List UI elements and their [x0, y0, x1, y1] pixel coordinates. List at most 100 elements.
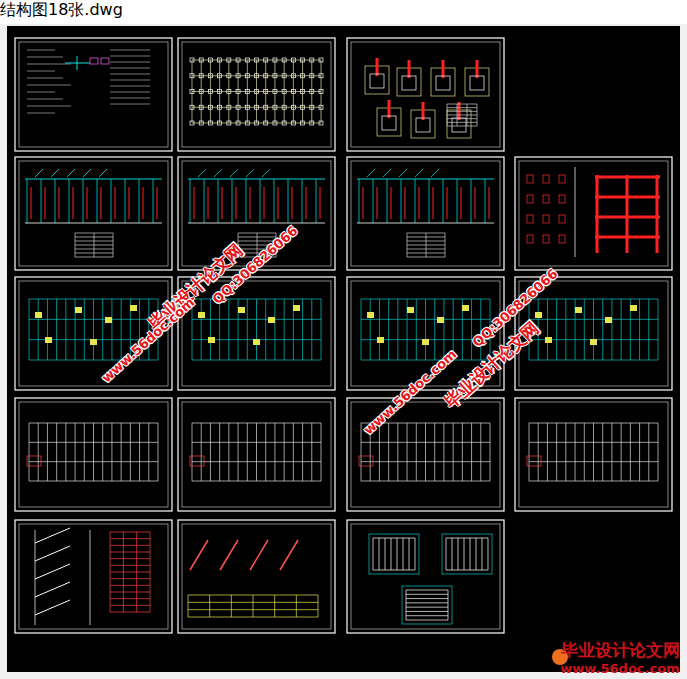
- drawing-shape: [264, 121, 268, 125]
- drawing-line: [115, 187, 116, 219]
- drawing-shape: [559, 215, 565, 223]
- drawing-shape: [462, 305, 469, 311]
- drawing-line: [75, 257, 113, 258]
- drawing-line: [296, 595, 297, 617]
- drawing-shape: [559, 175, 565, 183]
- drawing-line: [391, 187, 392, 219]
- drawing-shape: [264, 74, 268, 78]
- drawing-line: [83, 179, 84, 223]
- drawing-shape: [470, 76, 484, 90]
- drawing-line: [452, 538, 453, 570]
- drawing-shape: [319, 105, 323, 109]
- sheet-thumbnail: [347, 520, 504, 633]
- drawing-line: [399, 169, 407, 177]
- drawing-line: [75, 237, 113, 238]
- drawing-line: [219, 299, 220, 360]
- drawing-shape: [182, 281, 331, 386]
- drawing-line: [75, 249, 113, 250]
- drawing-line: [373, 538, 374, 570]
- window-title: 结构图18张.dwg: [0, 0, 123, 21]
- drawing-shape: [310, 105, 314, 109]
- drawing-shape: [575, 307, 582, 313]
- drawing-line: [415, 179, 416, 223]
- drawing-line: [529, 360, 658, 361]
- drawing-line: [278, 187, 279, 219]
- drawing-shape: [291, 121, 295, 125]
- drawing-line: [101, 187, 102, 219]
- drawing-line: [447, 115, 477, 116]
- drawing-shape: [273, 105, 277, 109]
- drawing-line: [406, 620, 448, 621]
- drawing-line: [306, 187, 307, 219]
- drawing-shape: [208, 58, 212, 62]
- drawing-line: [471, 179, 472, 223]
- sheet-thumbnail: [15, 157, 172, 270]
- drawing-line: [129, 187, 130, 219]
- drawing-shape: [130, 305, 137, 311]
- drawing-shape: [301, 90, 305, 94]
- drawing-shape: [422, 339, 429, 345]
- drawing-shape: [452, 118, 466, 132]
- drawing-line: [431, 169, 439, 177]
- drawing-line: [130, 423, 131, 481]
- drawing-shape: [255, 105, 259, 109]
- drawing-shape: [19, 161, 168, 266]
- drawing-line: [529, 299, 658, 300]
- drawing-shape: [227, 74, 231, 78]
- logo-text: 毕业设计论文网: [561, 639, 680, 662]
- drawing-line: [208, 187, 209, 219]
- drawing-shape: [369, 534, 419, 574]
- drawing-line: [471, 423, 472, 481]
- drawing-line: [209, 595, 210, 617]
- drawing-line: [406, 611, 448, 612]
- drawing-line: [658, 299, 659, 360]
- drawing-shape: [190, 456, 204, 466]
- drawing-line: [363, 187, 364, 219]
- drawing-line: [110, 572, 150, 573]
- drawing-shape: [291, 105, 295, 109]
- drawing-line: [102, 423, 103, 481]
- drawing-line: [157, 187, 158, 219]
- drawing-shape: [199, 105, 203, 109]
- drawing-line: [29, 481, 158, 482]
- drawing-line: [379, 299, 380, 360]
- drawing-line: [204, 179, 205, 223]
- sheet-thumbnail: [178, 520, 335, 633]
- drawing-line: [99, 169, 107, 177]
- drawing-line: [194, 187, 195, 219]
- drawing-line: [93, 423, 94, 481]
- drawing-line: [443, 179, 444, 223]
- drawing-shape: [19, 524, 168, 629]
- drawing-line: [489, 187, 490, 219]
- drawing-line: [357, 178, 494, 179]
- drawing-line: [446, 538, 488, 539]
- drawing-line: [565, 423, 566, 481]
- drawing-line: [407, 241, 445, 242]
- drawing-line: [230, 169, 238, 177]
- drawing-line: [471, 299, 472, 360]
- drawing-shape: [255, 58, 259, 62]
- drawing-line: [35, 564, 70, 579]
- drawing-shape: [310, 74, 314, 78]
- drawing-line: [218, 179, 219, 223]
- drawing-line: [318, 595, 319, 617]
- drawing-line: [361, 461, 490, 462]
- drawing-line: [201, 423, 202, 481]
- drawing-shape: [319, 121, 323, 125]
- drawing-line: [434, 299, 435, 360]
- drawing-line: [27, 106, 71, 107]
- drawing-line: [593, 299, 594, 360]
- drawing-line: [75, 233, 113, 234]
- drawing-line: [485, 179, 486, 223]
- drawing-line: [361, 360, 490, 361]
- drawing-line: [602, 299, 603, 360]
- drawing-line: [102, 299, 103, 360]
- drawing-line: [407, 257, 445, 258]
- sheet-thumbnail: [515, 157, 672, 270]
- drawing-line: [397, 538, 398, 570]
- drawing-line: [110, 538, 150, 539]
- drawing-shape: [27, 456, 41, 466]
- drawing-line: [153, 179, 154, 223]
- drawing-line: [121, 299, 122, 360]
- drawing-line: [274, 595, 275, 617]
